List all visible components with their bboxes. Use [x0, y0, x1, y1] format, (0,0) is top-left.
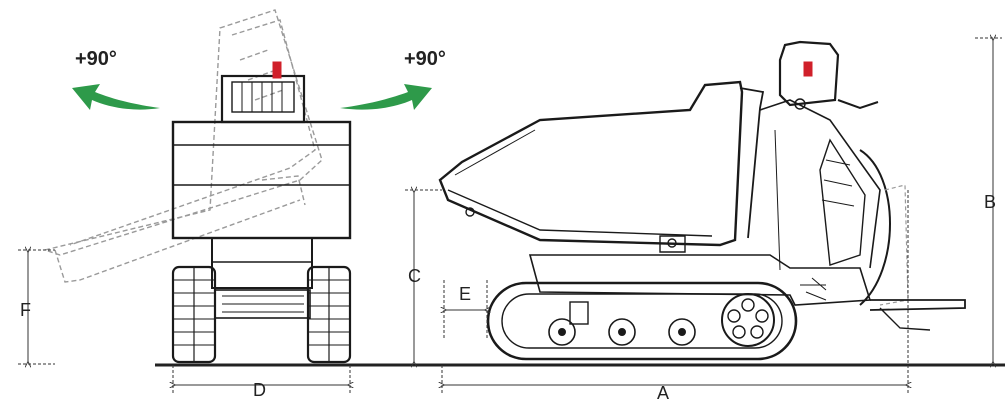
dimension-a-label: A — [657, 383, 669, 400]
tilted-bucket-ghost — [42, 9, 323, 283]
dimension-e-label: E — [459, 284, 471, 304]
front-left-track — [171, 265, 217, 364]
dimension-b-label: B — [984, 192, 996, 212]
dimension-f-label: F — [20, 300, 31, 320]
dimension-d-label: D — [253, 380, 266, 400]
rotate-right-arrow — [340, 84, 432, 110]
dimension-c-label: C — [408, 266, 421, 286]
rotate-left-label: +90° — [75, 48, 117, 70]
dimension-b — [975, 38, 1002, 362]
front-handle-red — [272, 61, 282, 79]
rotate-left-arrow — [72, 84, 160, 110]
side-handle-red — [803, 61, 813, 77]
front-right-track — [306, 265, 352, 364]
dimension-e — [444, 280, 487, 340]
dimension-f — [18, 250, 55, 364]
side-view — [438, 40, 966, 361]
front-view — [42, 9, 352, 364]
side-track — [486, 281, 798, 361]
dimension-a — [442, 190, 908, 395]
dimension-c — [405, 190, 442, 362]
rotate-right-label: +90° — [404, 48, 446, 70]
dimension-d — [173, 365, 350, 395]
